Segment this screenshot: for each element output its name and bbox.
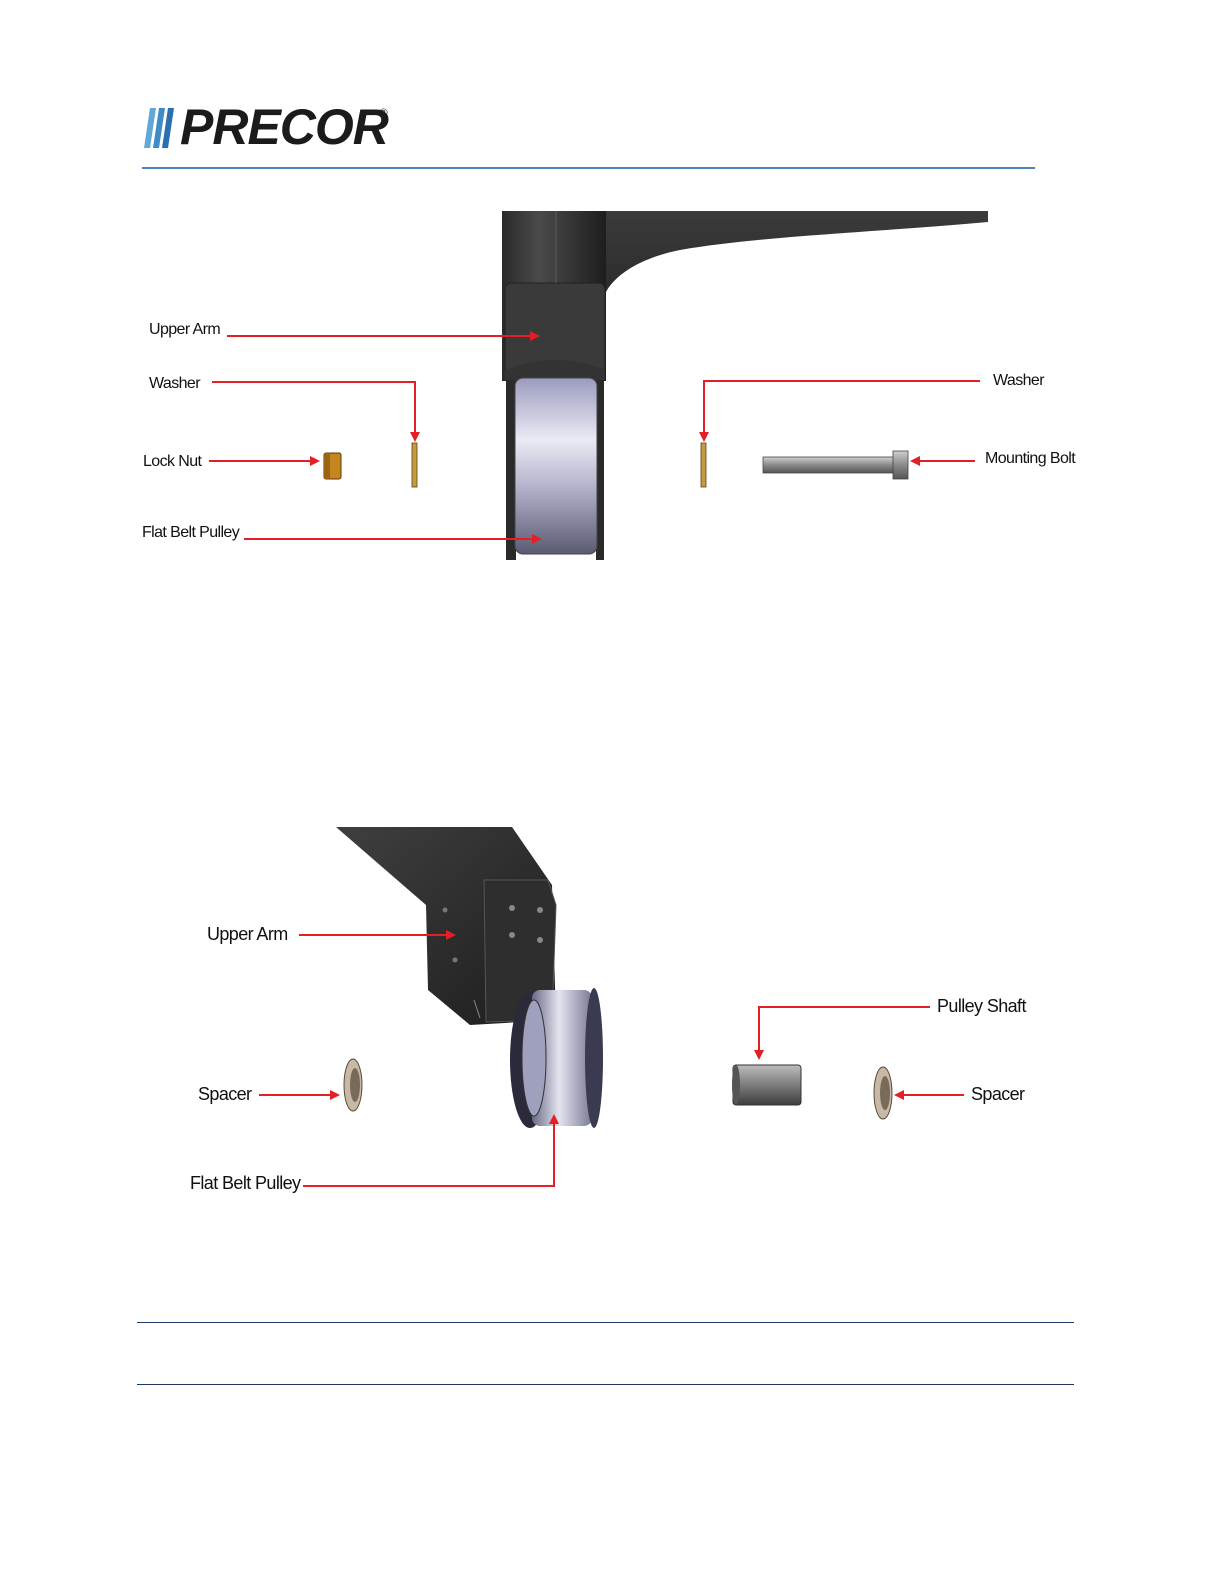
label-spacer-left: Spacer [198, 1084, 251, 1105]
label-spacer-right: Spacer [971, 1084, 1024, 1105]
arrow-washer-left [212, 382, 415, 440]
label-lock-nut: Lock Nut [143, 453, 201, 471]
washer-left-part [412, 443, 417, 487]
label-washer-left: Washer [149, 375, 200, 393]
pulley-shaft-part [732, 1065, 801, 1105]
figure-2-exploded-view [0, 800, 1224, 1220]
label-flat-belt-pulley: Flat Belt Pulley [142, 524, 239, 542]
figure-2-callout-arrows [259, 935, 964, 1186]
label-upper-arm-2: Upper Arm [207, 924, 288, 945]
label-pulley-shaft: Pulley Shaft [937, 996, 1026, 1017]
label-washer-right: Washer [993, 372, 1044, 390]
footer-rule-top [137, 1322, 1074, 1323]
arrow-pulley-shaft [759, 1007, 930, 1058]
arrow-washer-right [704, 381, 980, 440]
upper-arm-part-2 [336, 827, 556, 1025]
arrow-flat-belt-pulley-2 [303, 1116, 554, 1186]
washer-right-part [701, 443, 706, 487]
mounting-bolt-part [763, 451, 908, 479]
label-flat-belt-pulley-2: Flat Belt Pulley [190, 1173, 300, 1194]
flat-belt-pulley-part [515, 378, 597, 554]
spacer-right-part [874, 1067, 892, 1119]
label-upper-arm: Upper Arm [149, 321, 220, 339]
label-mounting-bolt: Mounting Bolt [985, 450, 1075, 468]
flat-belt-pulley-part-2 [510, 988, 603, 1128]
spacer-left-part [344, 1059, 362, 1111]
lock-nut-part [324, 453, 341, 479]
figure-1-exploded-view [0, 0, 1224, 600]
footer-rule-bottom [137, 1384, 1074, 1385]
